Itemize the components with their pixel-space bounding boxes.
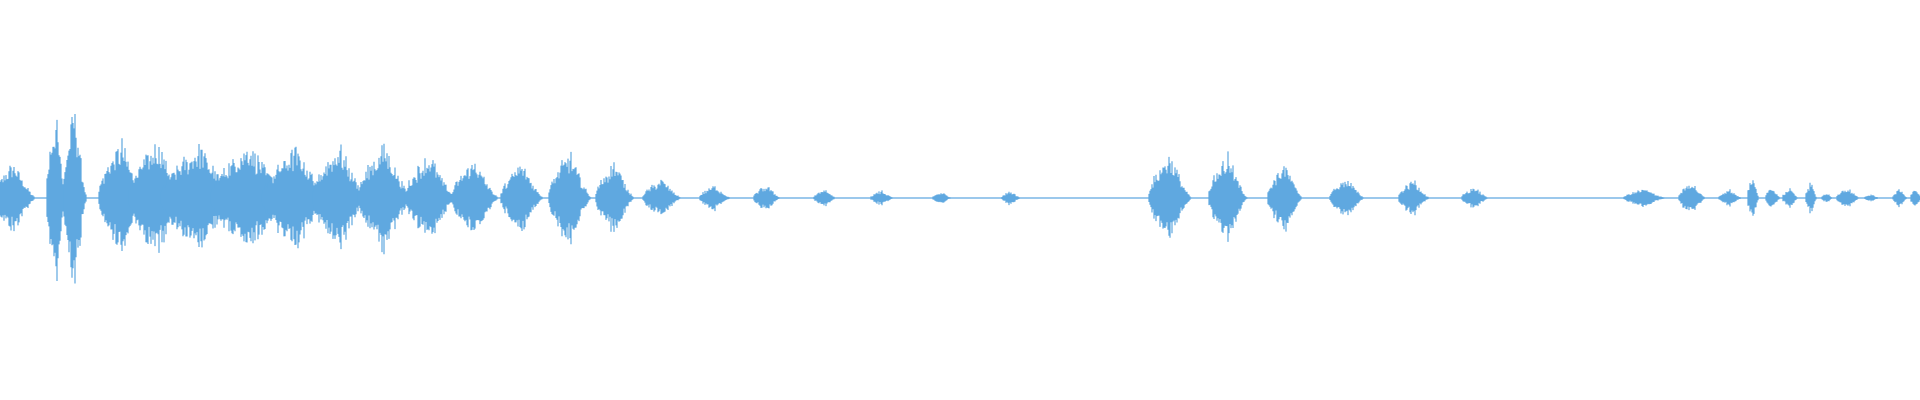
- waveform-burst-29: [1623, 189, 1667, 207]
- waveform-burst-25: [1267, 166, 1303, 232]
- waveform-burst-13: [500, 166, 544, 231]
- waveform-burst-30: [1678, 185, 1706, 211]
- waveform-burst-38: [1864, 194, 1880, 202]
- waveform-burst-40: [1910, 190, 1920, 206]
- waveform-burst-2: [46, 119, 66, 281]
- waveform-burst-28: [1461, 188, 1489, 208]
- waveform-burst-37: [1836, 189, 1860, 207]
- waveform-burst-15: [595, 162, 635, 232]
- waveform-burst-31: [1718, 189, 1742, 207]
- waveform-burst-12: [451, 163, 499, 231]
- waveform-burst-36: [1821, 194, 1833, 202]
- waveform-burst-19: [813, 190, 837, 207]
- waveform-burst-39: [1892, 189, 1908, 208]
- waveform-burst-11: [404, 158, 456, 234]
- waveform-burst-32: [1747, 180, 1759, 216]
- waveform-burst-16: [642, 179, 682, 215]
- waveform-burst-27: [1398, 180, 1430, 216]
- waveform-burst-1: [0, 165, 36, 232]
- waveform-burst-23: [1148, 156, 1192, 238]
- waveform-burst-17: [699, 186, 731, 212]
- waveform-burst-21: [932, 193, 952, 203]
- waveform-burst-33: [1765, 189, 1781, 207]
- waveform-burst-34: [1782, 188, 1798, 208]
- waveform-burst-20: [870, 190, 894, 206]
- waveform-burst-22: [1001, 191, 1021, 206]
- waveform-burst-14: [548, 151, 592, 245]
- waveform-burst-18: [753, 187, 781, 209]
- waveform-burst-35: [1805, 182, 1817, 214]
- waveform-layer: [0, 114, 1920, 284]
- waveform-burst-3: [63, 114, 87, 284]
- waveform-burst-24: [1208, 151, 1248, 242]
- waveform-burst-26: [1329, 181, 1365, 216]
